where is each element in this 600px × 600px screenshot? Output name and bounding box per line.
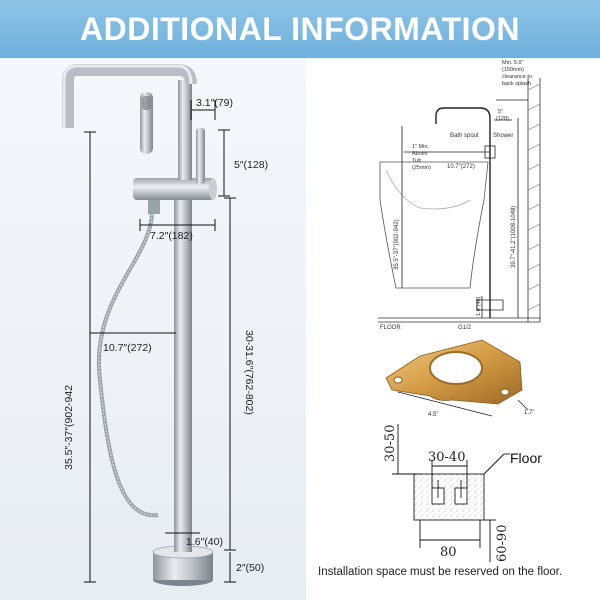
base-height-label: 2″(50)	[236, 562, 264, 574]
floor-bottom-dim: 80	[440, 545, 457, 560]
bracket-screw-hole-right	[500, 388, 510, 396]
column-height-label: 30-31.6″(762-802)	[243, 330, 255, 415]
bracket-screw-hole-left	[393, 376, 403, 384]
column-diameter-label: 1.6″(40)	[186, 536, 223, 548]
right-height-label: 39.7"-41.2"(1008-1048)	[511, 206, 517, 268]
bathtub-outline	[379, 161, 489, 289]
above-tub-1: 1" Min.	[412, 144, 429, 150]
handle-reach-label: 7.2″(182)	[150, 230, 193, 242]
bottom-offset-label: 1.6"(40)	[476, 296, 482, 316]
left-panel-background	[0, 58, 306, 600]
spout-highlight	[62, 64, 193, 128]
installation-diagram	[378, 78, 541, 323]
faucet-outline	[435, 107, 491, 318]
clearance-note-2: (150mm)	[502, 67, 524, 73]
floor-label-diagram: FLOOR	[380, 325, 401, 331]
floor-slab	[413, 473, 485, 521]
upper-riser	[178, 80, 192, 180]
faucet-column	[174, 190, 192, 552]
bath-spout-label: Bath spout	[450, 133, 479, 139]
spout-reach-label: 3.1″(79)	[196, 97, 233, 109]
clearance-note-3: clearance to	[502, 74, 532, 80]
bracket-width-label: 4.5"	[428, 412, 438, 418]
spout-reach-diagram: 10.7"(272)	[447, 164, 475, 170]
floor-left-dim: 30-50	[383, 425, 398, 462]
mounting-bracket	[385, 339, 523, 405]
faucet-handle	[196, 128, 205, 184]
floor-right-dim: 60-90	[495, 525, 510, 562]
left-height-label: 35.5"-37"(902-942)	[394, 219, 400, 270]
faucet-base-outline	[476, 299, 504, 311]
shower-hose	[96, 213, 159, 518]
banner-title: ADDITIONAL INFORMATION	[80, 10, 520, 47]
hand-shower-nozzle	[142, 96, 151, 110]
bracket-depth-label: 1.7"	[524, 410, 534, 416]
valve-cap	[209, 178, 217, 200]
valve-body	[133, 178, 215, 200]
thread-label: G1/2	[458, 325, 472, 331]
installation-note: Installation space must be reserved on t…	[318, 566, 563, 578]
floor-section-diagram	[413, 473, 485, 521]
above-tub-4: (25mm)	[412, 165, 431, 171]
shower-label: Shower	[493, 133, 513, 139]
above-tub-2: Above	[412, 151, 428, 157]
above-tub-3: Tub	[412, 158, 421, 164]
tub-inner	[385, 169, 471, 210]
clearance-note-4: back splash	[502, 81, 531, 87]
faucet-dimension-lines	[84, 100, 236, 583]
floor-section-dims	[392, 424, 510, 562]
shower-offset-2: (128)	[496, 116, 509, 122]
hose-offset-label: 10.7″(272)	[103, 342, 152, 354]
faucet-illustration	[62, 64, 217, 586]
title-banner: ADDITIONAL INFORMATION	[0, 0, 600, 58]
shower-holder	[148, 200, 160, 214]
clearance-note-1: Min. 5.9"	[502, 60, 524, 66]
floor-top-dim: 30-40	[428, 450, 465, 465]
shower-hose-texture	[98, 213, 159, 516]
bracket-hole	[429, 351, 483, 385]
valve-to-spout-label: 5″(128)	[234, 159, 268, 171]
total-height-label: 35.5″-37″(902-942	[63, 385, 75, 470]
faucet-spout	[62, 64, 197, 128]
shower-offset-1: 5"	[498, 109, 503, 115]
floor-text: Floor	[510, 450, 542, 466]
